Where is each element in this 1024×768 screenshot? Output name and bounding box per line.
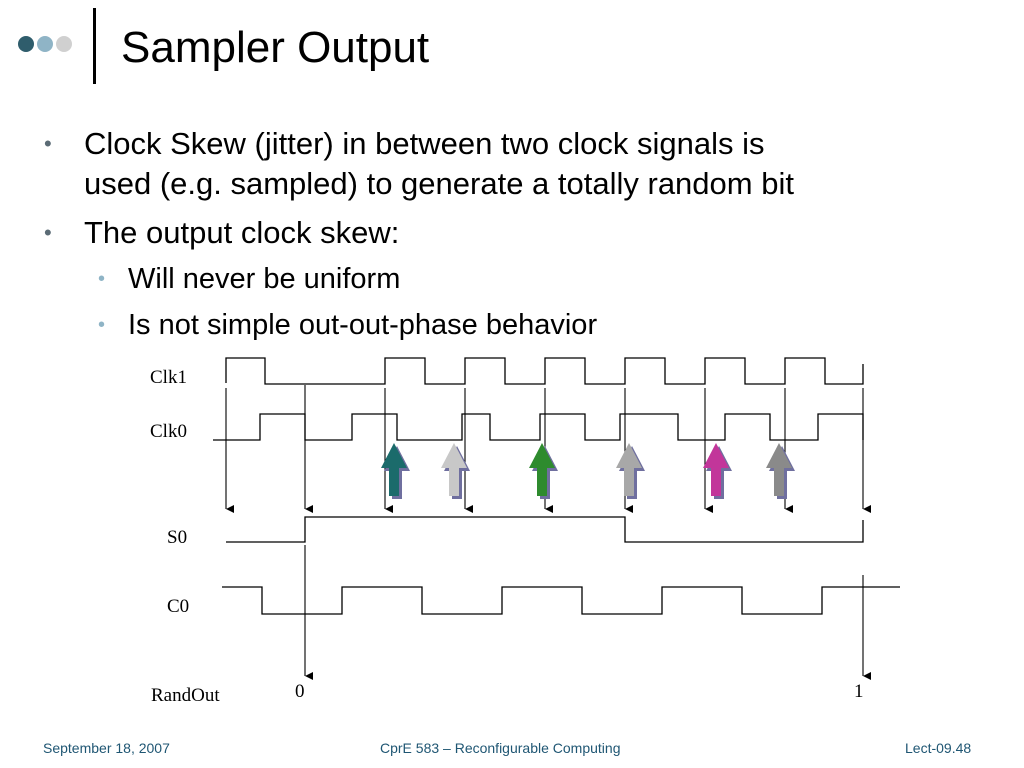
bullet-marker: • <box>44 220 52 245</box>
bullet-marker: • <box>44 131 52 156</box>
sub-bullet-line: Is not simple out-out-phase behavior <box>128 309 598 341</box>
bullet-line: Clock Skew (jitter) in between two clock… <box>84 126 765 161</box>
skew-arrows <box>381 443 795 499</box>
output-value-1: 1 <box>854 681 864 702</box>
title-dot-3 <box>56 36 72 52</box>
sub-bullet-marker: • <box>98 268 106 290</box>
footer-page: Lect-09.48 <box>905 740 972 756</box>
waveform-s0 <box>226 516 864 543</box>
footer-course: CprE 583 – Reconfigurable Computing <box>380 740 621 756</box>
skew-arrow <box>766 443 792 496</box>
signal-label-s0: S0 <box>167 527 187 548</box>
title-divider <box>93 8 96 84</box>
bullet-line: The output clock skew: <box>84 215 400 250</box>
waveform-c0 <box>222 586 900 615</box>
skew-arrow <box>703 443 729 496</box>
title-dot-2 <box>37 36 53 52</box>
skew-arrow <box>616 443 642 496</box>
sub-bullet-line: Will never be uniform <box>128 263 401 295</box>
title-dots <box>18 36 72 52</box>
skew-arrow <box>381 443 407 496</box>
signal-label-clk0: Clk0 <box>150 421 187 442</box>
signal-label-clk1: Clk1 <box>150 367 187 388</box>
bullet-line: used (e.g. sampled) to generate a totall… <box>84 166 794 201</box>
waveforms <box>213 357 900 615</box>
sample-lines <box>225 385 871 680</box>
waveform-clk1 <box>225 357 864 385</box>
title-dot-1 <box>18 36 34 52</box>
sub-bullet-marker: • <box>98 314 106 336</box>
slide-title: Sampler Output <box>121 23 430 72</box>
waveform-clk0 <box>213 413 864 441</box>
footer-date: September 18, 2007 <box>43 740 170 756</box>
skew-arrow <box>529 443 555 496</box>
skew-arrow <box>441 443 467 496</box>
signal-label-randout: RandOut <box>151 685 220 706</box>
output-value-0: 0 <box>295 681 305 702</box>
signal-label-c0: C0 <box>167 596 189 617</box>
